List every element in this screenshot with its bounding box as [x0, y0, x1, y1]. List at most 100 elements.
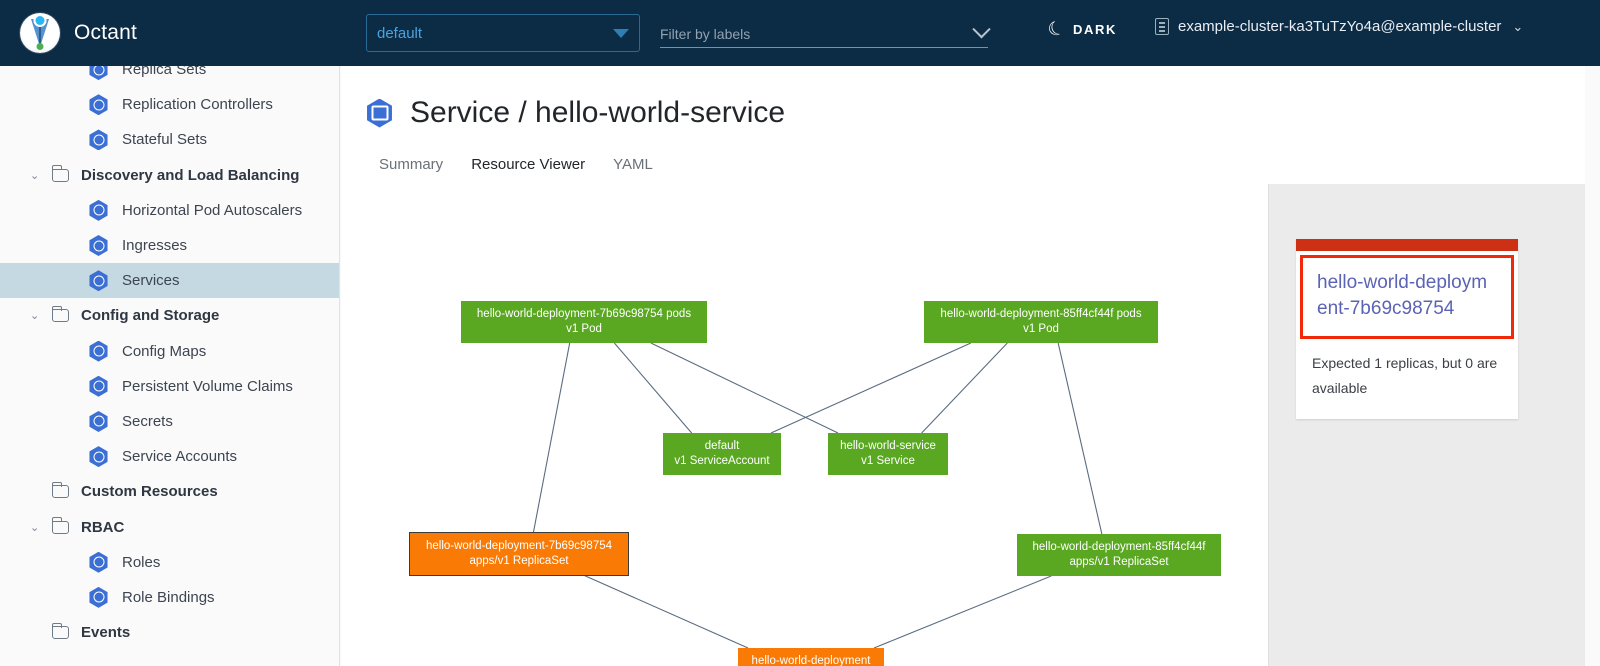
page-title: Service / hello-world-service	[365, 96, 785, 130]
graph-node-rs-85ff[interactable]: hello-world-deployment-85ff4cf44fapps/v1…	[1017, 534, 1221, 576]
k8s-statefulset-icon	[88, 129, 109, 150]
tab-summary[interactable]: Summary	[365, 152, 457, 184]
k8s-service-icon	[88, 270, 109, 291]
graph-node-name: hello-world-deployment-7b69c98754	[426, 539, 612, 554]
brand-name: Octant	[74, 21, 137, 45]
theme-toggle-label: DARK	[1073, 22, 1117, 37]
sidebar-item-label: Config and Storage	[81, 307, 219, 324]
sidebar-item-label: Events	[81, 624, 130, 641]
sidebar-item-label: Role Bindings	[122, 589, 215, 606]
graph-node-name: hello-world-deployment	[752, 654, 871, 666]
sidebar-item-role-bindings[interactable]: Role Bindings	[0, 580, 339, 615]
k8s-role-icon	[88, 552, 109, 573]
sidebar-item-label: Replication Controllers	[122, 96, 273, 113]
sidebar-item-label: Roles	[122, 554, 160, 571]
graph-edge	[1058, 343, 1102, 534]
app-header: Octant default Filter by labels ☾ DARK e…	[0, 0, 1600, 66]
sidebar-item-label: Secrets	[122, 413, 173, 430]
k8s-configmap-icon	[88, 341, 109, 362]
sidebar-item-custom-resources[interactable]: Custom Resources	[0, 474, 339, 509]
graph-node-deploy[interactable]: hello-world-deploymentapps/v1 Deployment	[738, 648, 884, 666]
graph-node-name: hello-world-deployment-7b69c98754 pods	[477, 307, 691, 322]
sidebar-item-replication-controllers[interactable]: Replication Controllers	[0, 87, 339, 122]
label-filter-placeholder: Filter by labels	[660, 26, 975, 42]
k8s-ingress-icon	[88, 235, 109, 256]
status-card-title[interactable]: hello-world-deployment-7b69c98754	[1317, 270, 1497, 322]
sidebar-item-label: Service Accounts	[122, 448, 237, 465]
k8s-replicationcontroller-icon	[88, 94, 109, 115]
sidebar-item-rbac[interactable]: ⌄ RBAC	[0, 509, 339, 544]
tab-yaml[interactable]: YAML	[599, 152, 667, 184]
folder-icon	[52, 485, 69, 498]
graph-edge	[771, 343, 971, 433]
folder-icon	[52, 626, 69, 639]
page-title-text: Service / hello-world-service	[410, 96, 785, 130]
sidebar-item-persistent-volume-claims[interactable]: Persistent Volume Claims	[0, 369, 339, 404]
graph-edge	[874, 576, 1051, 648]
sidebar-item-stateful-sets[interactable]: Stateful Sets	[0, 122, 339, 157]
resource-viewer: hello-world-deployment-7b69c98754 podsv1…	[341, 184, 1600, 666]
sidebar-item-ingresses[interactable]: Ingresses	[0, 228, 339, 263]
tab-resource-viewer[interactable]: Resource Viewer	[457, 152, 599, 187]
sidebar-item-config-and-storage[interactable]: ⌄ Config and Storage	[0, 298, 339, 333]
status-card-title-box[interactable]: hello-world-deployment-7b69c98754	[1300, 255, 1514, 339]
cluster-selector[interactable]: example-cluster-ka3TuTzYo4a@example-clus…	[1155, 18, 1523, 35]
sidebar-item-service-accounts[interactable]: Service Accounts	[0, 439, 339, 474]
graph-node-svc[interactable]: hello-world-servicev1 Service	[828, 433, 948, 475]
sidebar-item-config-maps[interactable]: Config Maps	[0, 334, 339, 369]
caret-down-icon	[613, 29, 629, 38]
k8s-serviceaccount-icon	[88, 446, 109, 467]
graph-node-rs-7b69[interactable]: hello-world-deployment-7b69c98754apps/v1…	[410, 533, 628, 575]
graph-node-kind: v1 Pod	[566, 322, 602, 337]
sidebar-item-label: Persistent Volume Claims	[122, 378, 293, 395]
sidebar-item-label: Config Maps	[122, 343, 206, 360]
tab-bar[interactable]: SummaryResource ViewerYAML	[365, 152, 1541, 188]
right-gutter	[1585, 66, 1600, 666]
graph-node-kind: apps/v1 ReplicaSet	[1069, 555, 1168, 570]
k8s-secret-icon	[88, 411, 109, 432]
sidebar-item-label: Stateful Sets	[122, 131, 207, 148]
label-filter-input[interactable]: Filter by labels	[660, 20, 988, 48]
sidebar-item-discovery-and-load-balancing[interactable]: ⌄ Discovery and Load Balancing	[0, 158, 339, 193]
status-card[interactable]: hello-world-deployment-7b69c98754 Expect…	[1296, 239, 1518, 419]
graph-node-kind: v1 Pod	[1023, 322, 1059, 337]
sidebar-item-secrets[interactable]: Secrets	[0, 404, 339, 439]
namespace-value: default	[377, 25, 613, 42]
sidebar-item-services[interactable]: Services	[0, 263, 339, 298]
chevron-down-icon[interactable]: ⌄	[30, 309, 52, 322]
chevron-down-icon: ⌄	[1512, 19, 1523, 35]
resource-graph[interactable]: hello-world-deployment-7b69c98754 podsv1…	[341, 184, 1268, 666]
cluster-name: example-cluster-ka3TuTzYo4a@example-clus…	[1178, 18, 1501, 35]
sidebar-item-label: Discovery and Load Balancing	[81, 167, 299, 184]
sidebar-item-roles[interactable]: Roles	[0, 545, 339, 580]
chevron-down-icon[interactable]: ⌄	[30, 169, 52, 182]
chevron-down-icon[interactable]: ⌄	[30, 521, 52, 534]
sidebar-item-horizontal-pod-autoscalers[interactable]: Horizontal Pod Autoscalers	[0, 193, 339, 228]
graph-node-kind: apps/v1 ReplicaSet	[469, 554, 568, 569]
k8s-hpa-icon	[88, 200, 109, 221]
theme-toggle[interactable]: ☾ DARK	[1048, 20, 1117, 39]
sidebar-nav[interactable]: Replica SetsReplication ControllersState…	[0, 52, 340, 666]
graph-node-pod-85ff[interactable]: hello-world-deployment-85ff4cf44f podsv1…	[924, 301, 1158, 343]
status-card-message: Expected 1 replicas, but 0 are available	[1296, 339, 1518, 419]
graph-edge	[922, 343, 1008, 433]
octant-logo-icon	[20, 13, 60, 53]
detail-panel: hello-world-deployment-7b69c98754 Expect…	[1268, 184, 1600, 666]
k8s-rolebinding-icon	[88, 587, 109, 608]
brand: Octant	[20, 13, 137, 53]
sidebar-item-label: Custom Resources	[81, 483, 218, 500]
namespace-select[interactable]: default	[366, 14, 640, 52]
graph-edge	[533, 343, 569, 533]
sidebar-item-label: Services	[122, 272, 180, 289]
graph-node-kind: v1 ServiceAccount	[674, 454, 769, 469]
graph-node-kind: v1 Service	[861, 454, 915, 469]
folder-icon	[52, 521, 69, 534]
graph-node-name: hello-world-deployment-85ff4cf44f pods	[940, 307, 1141, 322]
graph-node-pod-7b69[interactable]: hello-world-deployment-7b69c98754 podsv1…	[461, 301, 707, 343]
sidebar-item-events[interactable]: Events	[0, 615, 339, 650]
k8s-pvc-icon	[88, 376, 109, 397]
cluster-icon	[1155, 18, 1169, 35]
k8s-service-icon	[365, 99, 394, 128]
sidebar-item-label: RBAC	[81, 519, 124, 536]
graph-node-sa[interactable]: defaultv1 ServiceAccount	[663, 433, 781, 475]
